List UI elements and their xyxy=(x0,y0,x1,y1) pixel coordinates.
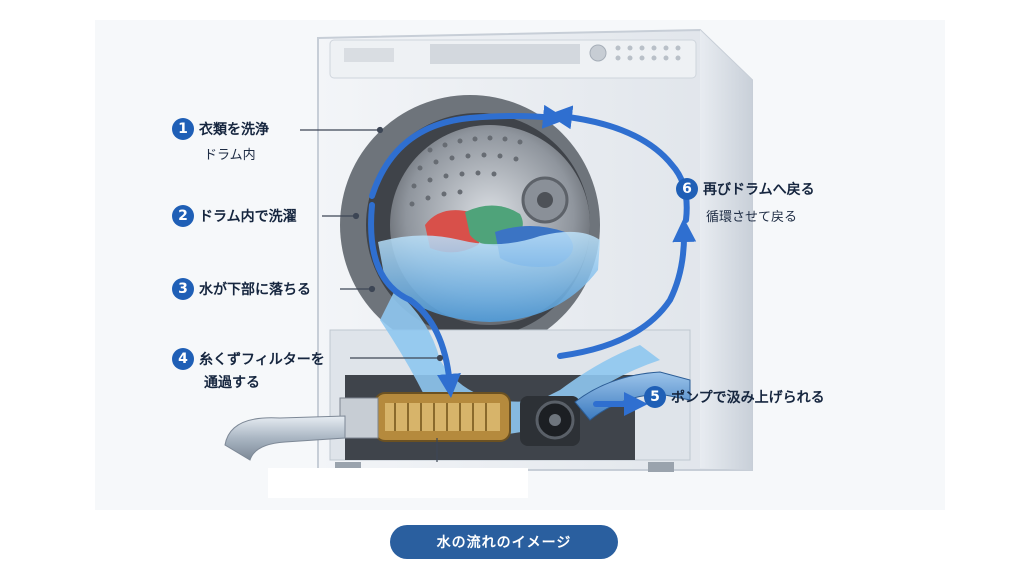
step-4-title: 糸くずフィルターを xyxy=(199,352,325,368)
step-2-title: ドラム内で洗濯 xyxy=(199,209,297,225)
step-4-number: 4 xyxy=(172,348,194,370)
step-1-subtitle: ドラム内 xyxy=(204,148,256,163)
step-5-title: ポンプで汲み上げられる xyxy=(671,390,825,406)
flow-arrow-left-down xyxy=(368,202,461,398)
drain-hose xyxy=(224,415,346,461)
control-dial xyxy=(589,44,607,62)
step-4-label: 4 糸くずフィルターを 通過する xyxy=(172,348,325,392)
control-buttons xyxy=(615,45,681,61)
step-2-label: 2 ドラム内で洗濯 xyxy=(172,205,297,227)
step-6-title: 再びドラムへ戻る xyxy=(703,182,815,198)
step-5-number: 5 xyxy=(644,386,666,408)
display-window xyxy=(344,48,394,62)
step-3-number: 3 xyxy=(172,278,194,300)
step-5-label: 5 ポンプで汲み上げられる xyxy=(644,386,825,408)
machine-foot-left xyxy=(335,462,361,472)
drum-water xyxy=(378,231,600,322)
lint-filter xyxy=(339,392,511,442)
display-screen xyxy=(430,44,580,64)
drum-perforations xyxy=(409,135,523,207)
step-6-subtitle: 循環させて戻る xyxy=(706,210,798,225)
step-6-label: 6 再びドラムへ戻る 循環させて戻る xyxy=(676,178,815,225)
step-6-number: 6 xyxy=(676,178,698,200)
step-1-label: 1 衣類を洗浄 ドラム内 xyxy=(172,118,269,163)
step-1-title: 衣類を洗浄 xyxy=(199,122,269,138)
leader-lines xyxy=(300,126,444,462)
step-4-subtitle: 通過する xyxy=(204,375,260,391)
flow-arrow-top xyxy=(369,104,567,199)
caption-mask xyxy=(268,468,528,498)
washing-machine xyxy=(224,28,753,472)
step-1-number: 1 xyxy=(172,118,194,140)
flow-arrow-right-up xyxy=(557,218,697,359)
machine-foot-right xyxy=(648,462,674,472)
step-3-label: 3 水が下部に落ちる xyxy=(172,278,311,300)
caption-badge: 水の流れのイメージ xyxy=(390,525,618,559)
step-2-number: 2 xyxy=(172,205,194,227)
pump xyxy=(520,396,580,446)
step-3-title: 水が下部に落ちる xyxy=(199,282,311,298)
